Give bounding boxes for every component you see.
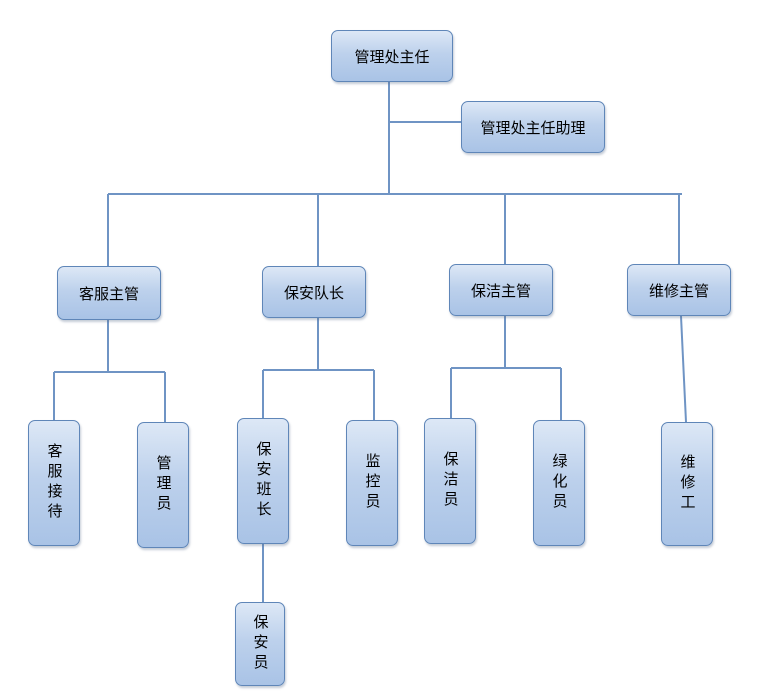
repair-worker-label: 维修工 (678, 454, 697, 514)
administrator-box: 管理员 (137, 422, 189, 548)
greenery-box: 绿化员 (533, 420, 585, 546)
cleaner-box: 保洁员 (424, 418, 476, 544)
greenery-label: 绿化员 (550, 453, 569, 513)
connector-maint-trunk (680, 315, 687, 423)
security-squad-leader-label: 保安班长 (254, 441, 273, 521)
director-label: 管理处主任 (354, 47, 430, 66)
maintenance-manager-label: 维修主管 (648, 281, 709, 300)
security-guard-box: 保安员 (235, 602, 285, 686)
customer-service-manager-box: 客服主管 (57, 266, 161, 320)
monitor-box: 监控员 (346, 420, 398, 546)
director-box: 管理处主任 (331, 30, 453, 82)
repair-worker-box: 维修工 (661, 422, 713, 546)
cleaning-manager-label: 保洁主管 (470, 281, 531, 300)
customer-service-manager-label: 客服主管 (78, 284, 139, 303)
reception-label: 客服接待 (45, 443, 64, 523)
reception-box: 客服接待 (28, 420, 80, 546)
administrator-label: 管理员 (154, 455, 173, 515)
security-captain-box: 保安队长 (262, 266, 366, 318)
maintenance-manager-box: 维修主管 (627, 264, 731, 316)
director-assistant-box: 管理处主任助理 (461, 101, 605, 153)
director-assistant-label: 管理处主任助理 (480, 118, 586, 137)
security-captain-label: 保安队长 (283, 283, 344, 302)
security-squad-leader-box: 保安班长 (237, 418, 289, 544)
cleaner-label: 保洁员 (441, 451, 460, 511)
security-guard-label: 保安员 (251, 614, 270, 674)
cleaning-manager-box: 保洁主管 (449, 264, 553, 316)
monitor-label: 监控员 (363, 453, 382, 513)
